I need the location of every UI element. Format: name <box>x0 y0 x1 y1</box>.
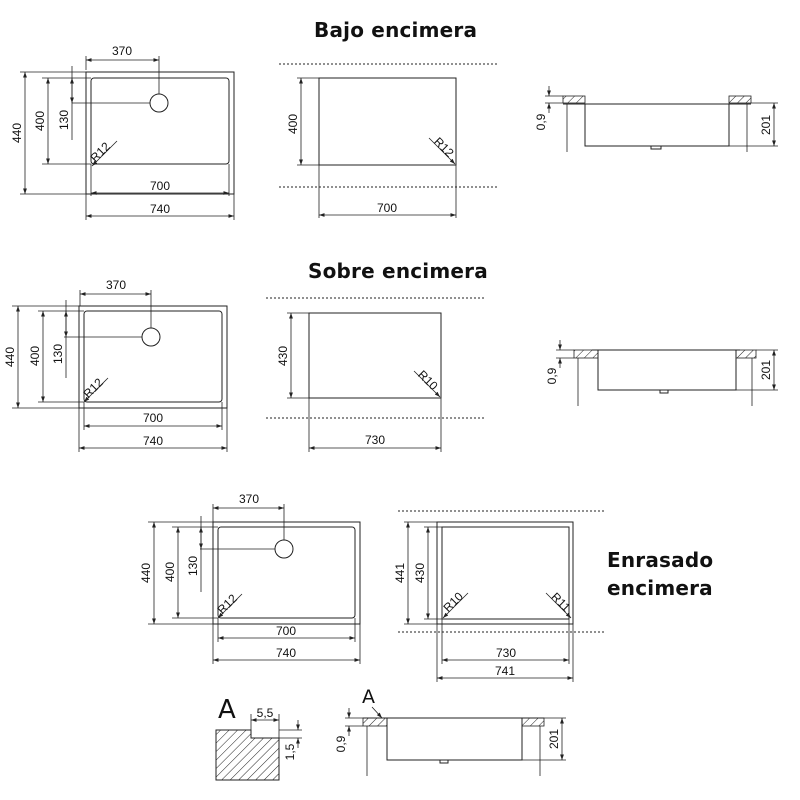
enrasado-label-740: 740 <box>276 646 296 660</box>
bajo-plan-view: 370 440 400 130 R12 700 740 <box>10 44 235 220</box>
sobre-plan-view: 370 440 400 130 R12 700 740 <box>3 278 228 452</box>
bajo-section-view: 0,9 201 <box>534 86 778 152</box>
bajo-label-700: 700 <box>150 179 170 193</box>
sobre-cutout-label-730: 730 <box>365 433 385 447</box>
enrasado-cutout-label-r10: R10 <box>440 589 466 615</box>
enrasado-section-label-09: 0,9 <box>334 735 348 752</box>
detail-a-profile <box>215 729 280 781</box>
enrasado-label-370: 370 <box>239 492 259 506</box>
sobre-section-view: 0,9 201 <box>545 340 778 406</box>
bajo-bowl-outline <box>90 77 230 165</box>
sobre-outer-outline <box>78 305 228 409</box>
sobre-drain-hole <box>141 327 161 347</box>
bajo-cutout-view: 400 R12 700 <box>279 63 498 218</box>
detail-a-label-width: 5,5 <box>257 706 274 720</box>
title-bajo-encimera: Bajo encimera <box>314 18 478 42</box>
bajo-label-370: 370 <box>112 44 132 58</box>
bajo-outer-outline <box>85 71 235 195</box>
enrasado-cutout-inner <box>441 526 570 620</box>
sobre-cutout-view: 430 R10 730 <box>266 297 486 452</box>
enrasado-section-bowl <box>386 718 523 761</box>
sobre-label-440: 440 <box>3 347 17 367</box>
enrasado-cutout-label-441: 441 <box>393 563 407 583</box>
sobre-section-bowl <box>597 350 737 391</box>
enrasado-cutout-label-741: 741 <box>495 664 515 678</box>
sobre-label-130: 130 <box>51 344 65 364</box>
enrasado-detail-a: A 5,5 1,5 <box>215 695 302 781</box>
enrasado-label-700: 700 <box>276 624 296 638</box>
enrasado-outer-outline <box>212 521 361 625</box>
bajo-label-400: 400 <box>33 111 47 131</box>
enrasado-bowl-outline <box>217 526 356 619</box>
enrasado-cutout-label-r11: R11 <box>548 590 573 615</box>
bajo-section-bowl <box>584 104 730 147</box>
bajo-cutout-label-700: 700 <box>377 201 397 215</box>
section-a-letter: A <box>362 686 375 708</box>
enrasado-section-view: A 0,9 201 <box>334 686 566 776</box>
sobre-section-label-201: 201 <box>759 360 773 380</box>
bajo-section-label-201: 201 <box>759 115 773 135</box>
enrasado-section-label-201: 201 <box>547 729 561 749</box>
sobre-cutout-outline <box>308 312 442 399</box>
detail-a-letter: A <box>218 695 236 725</box>
title-sobre-encimera: Sobre encimera <box>308 259 488 283</box>
enrasado-cutout-label-430: 430 <box>413 563 427 583</box>
detail-a-label-depth: 1,5 <box>283 743 297 760</box>
sobre-label-700: 700 <box>143 411 163 425</box>
enrasado-cutout-outer <box>436 521 574 625</box>
sobre-cutout-label-r10: R10 <box>415 367 441 393</box>
bajo-cutout-label-r12: R12 <box>431 134 457 160</box>
bajo-section-label-09: 0,9 <box>534 113 548 130</box>
enrasado-cutout-view: 441 430 R10 R11 730 741 <box>393 510 606 682</box>
bajo-cutout-label-400: 400 <box>286 114 300 134</box>
enrasado-plan-view: 370 440 400 130 R12 700 740 <box>139 492 361 664</box>
bajo-label-440: 440 <box>10 123 24 143</box>
title-enrasado-line1: Enrasado <box>607 548 714 572</box>
enrasado-drain-hole <box>274 539 294 559</box>
bajo-label-740: 740 <box>150 202 170 216</box>
bajo-drain-hole <box>149 93 169 113</box>
sobre-label-400: 400 <box>28 346 42 366</box>
sobre-cutout-label-430: 430 <box>276 346 290 366</box>
bajo-cutout-outline <box>318 77 457 166</box>
sobre-label-370: 370 <box>106 278 126 292</box>
bajo-label-130: 130 <box>57 110 71 130</box>
title-enrasado-line2: encimera <box>607 576 713 600</box>
sobre-bowl-outline <box>83 310 223 403</box>
enrasado-cutout-label-730: 730 <box>496 646 516 660</box>
enrasado-label-130: 130 <box>186 556 200 576</box>
enrasado-label-400: 400 <box>163 562 177 582</box>
enrasado-label-440: 440 <box>139 563 153 583</box>
sobre-label-740: 740 <box>143 434 163 448</box>
sobre-section-label-09: 0,9 <box>545 367 559 384</box>
